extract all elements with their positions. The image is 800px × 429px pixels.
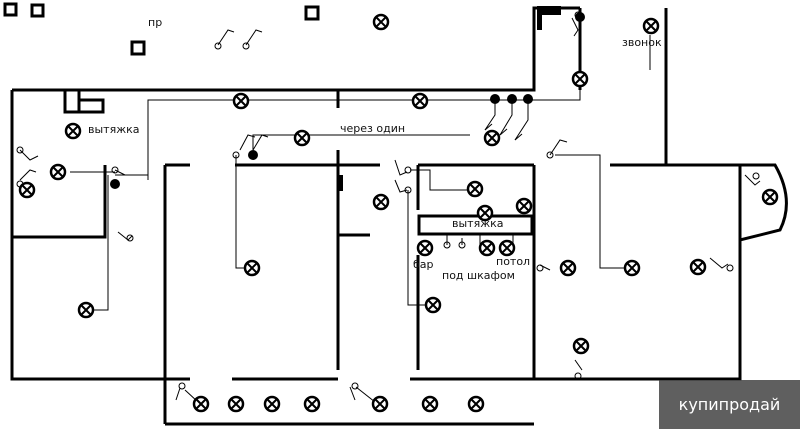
lamp-icon <box>293 129 311 147</box>
lamp-icon <box>263 395 281 413</box>
lamp-icon <box>478 239 496 257</box>
lamp-icon <box>192 395 210 413</box>
lamp-icon <box>466 180 484 198</box>
lamp-icon <box>372 193 390 211</box>
walls <box>10 6 788 426</box>
lamp-icon <box>371 395 389 413</box>
lamp-icon <box>642 17 660 35</box>
lamp-icon <box>572 337 590 355</box>
lamp-icon <box>467 395 485 413</box>
square-markers <box>3 2 320 56</box>
lamp-icon <box>49 163 67 181</box>
lamp-icon <box>498 239 516 257</box>
lamp-icon <box>623 259 641 277</box>
label-pr: пр <box>148 16 162 29</box>
switch-symbols <box>16 11 761 401</box>
junction-dots <box>110 12 585 189</box>
lamp-icon <box>77 301 95 319</box>
lamp-icon <box>303 395 321 413</box>
watermark-text: купипродай <box>678 395 781 414</box>
lamp-icon <box>761 188 779 206</box>
lamp-icon <box>411 92 429 110</box>
lamp-icon <box>571 70 589 88</box>
lamp-symbols <box>18 13 779 413</box>
label-vytyazhka-kitchen: вытяжка <box>452 217 504 230</box>
lamp-icon <box>64 122 82 140</box>
watermark-logo: купипродай <box>659 380 800 429</box>
lamp-icon <box>559 259 577 277</box>
lamp-icon <box>424 296 442 314</box>
lamp-icon <box>372 13 390 31</box>
label-potol: потол <box>496 255 530 268</box>
label-vytyazhka-left: вытяжка <box>88 123 140 136</box>
lamp-icon <box>515 197 533 215</box>
lamp-icon <box>689 258 707 276</box>
lamp-icon <box>476 204 494 222</box>
lamp-icon <box>227 395 245 413</box>
lamp-icon <box>232 92 250 110</box>
label-cherez-odin: через один <box>340 122 405 135</box>
diagram-labels: пр вытяжка через один звонок вытяжка бар… <box>88 16 662 282</box>
label-bar: бар <box>413 258 434 271</box>
wiring <box>70 30 651 403</box>
lamp-icon <box>483 129 501 147</box>
lamp-icon <box>421 395 439 413</box>
wall-blocks <box>63 6 561 236</box>
lamp-icon <box>18 181 36 199</box>
lamp-icon <box>416 239 434 257</box>
lamp-icon <box>243 259 261 277</box>
label-zvonok: звонок <box>622 36 662 49</box>
label-pod-shkafom: под шкафом <box>442 269 515 282</box>
